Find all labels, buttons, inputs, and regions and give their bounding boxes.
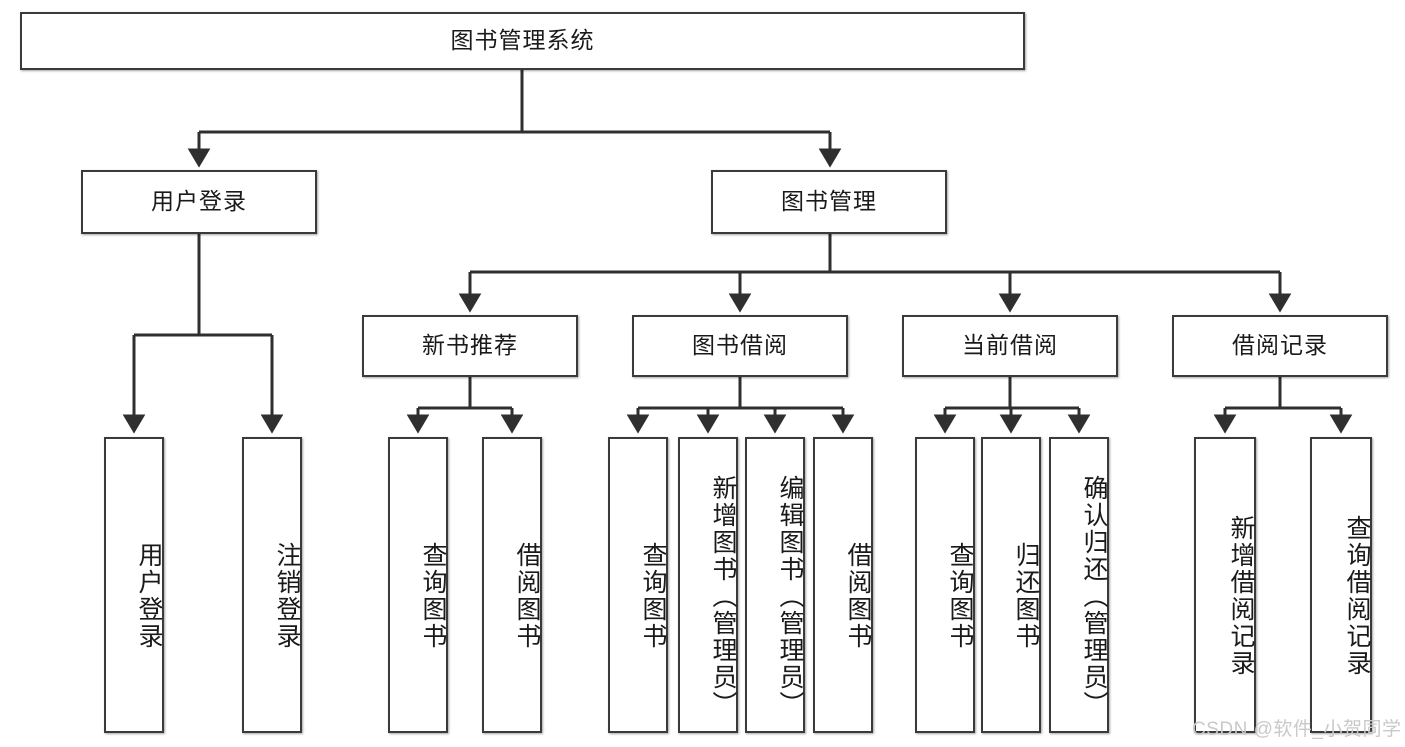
leaf-borrow-book-2[interactable]: 借阅图书 [813, 437, 873, 733]
leaf-borrow-book-2-label: 借阅图书 [844, 542, 872, 650]
leaf-confirm-return-label: 确认归还（管理员） [1080, 474, 1108, 718]
node-borrow-record[interactable]: 借阅记录 [1172, 315, 1388, 377]
leaf-return-book[interactable]: 归还图书 [981, 437, 1041, 733]
leaf-query-record[interactable]: 查询借阅记录 [1310, 437, 1372, 733]
node-current-borrow[interactable]: 当前借阅 [902, 315, 1118, 377]
leaf-logout[interactable]: 注销登录 [242, 437, 302, 733]
leaf-return-book-label: 归还图书 [1012, 542, 1040, 650]
leaf-query-record-label: 查询借阅记录 [1343, 515, 1371, 677]
node-book-borrow[interactable]: 图书借阅 [632, 315, 848, 377]
leaf-user-login[interactable]: 用户登录 [104, 437, 164, 733]
leaf-query-book-2[interactable]: 查询图书 [608, 437, 668, 733]
leaf-edit-book-label: 编辑图书（管理员） [776, 474, 804, 718]
watermark: CSDN @软件_小贺同学 [1192, 719, 1402, 740]
node-new-book-rec[interactable]: 新书推荐 [362, 315, 578, 377]
leaf-add-book[interactable]: 新增图书（管理员） [678, 437, 738, 733]
leaf-add-book-label: 新增图书（管理员） [709, 474, 737, 718]
leaf-edit-book[interactable]: 编辑图书（管理员） [745, 437, 805, 733]
node-book-manage[interactable]: 图书管理 [711, 170, 947, 234]
leaf-confirm-return[interactable]: 确认归还（管理员） [1049, 437, 1109, 733]
leaf-user-login-label: 用户登录 [135, 542, 163, 650]
leaf-query-book-3-label: 查询图书 [946, 542, 974, 650]
node-root[interactable]: 图书管理系统 [20, 12, 1025, 70]
leaf-add-record-label: 新增借阅记录 [1227, 515, 1255, 677]
node-borrow-record-label: 借阅记录 [1232, 332, 1328, 359]
leaf-query-book-2-label: 查询图书 [639, 542, 667, 650]
leaf-borrow-book-1[interactable]: 借阅图书 [482, 437, 542, 733]
node-book-manage-label: 图书管理 [781, 188, 877, 215]
node-current-borrow-label: 当前借阅 [962, 332, 1058, 359]
leaf-query-book-1-label: 查询图书 [419, 542, 447, 650]
leaf-logout-label: 注销登录 [273, 542, 301, 650]
node-user-login[interactable]: 用户登录 [81, 170, 317, 234]
node-book-borrow-label: 图书借阅 [692, 332, 788, 359]
leaf-borrow-book-1-label: 借阅图书 [513, 542, 541, 650]
node-root-label: 图书管理系统 [450, 27, 595, 54]
leaf-query-book-3[interactable]: 查询图书 [915, 437, 975, 733]
leaf-query-book-1[interactable]: 查询图书 [388, 437, 448, 733]
node-new-book-rec-label: 新书推荐 [422, 332, 518, 359]
node-user-login-label: 用户登录 [151, 188, 247, 215]
leaf-add-record[interactable]: 新增借阅记录 [1194, 437, 1256, 733]
